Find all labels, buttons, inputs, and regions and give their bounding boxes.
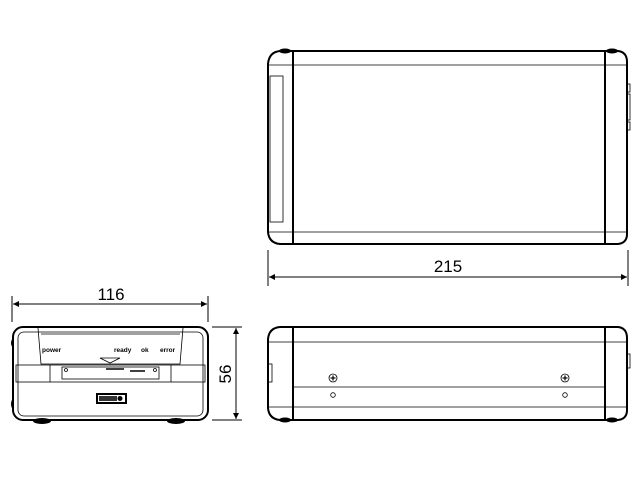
width-label: 116 [97, 285, 124, 304]
error-label: error [160, 347, 176, 354]
front-view: power ready ok error [11, 326, 209, 424]
length-dimension: 215 [267, 250, 629, 286]
length-label: 215 [434, 257, 462, 276]
connector-icon [626, 121, 631, 131]
ready-label: ready [114, 347, 132, 354]
hole-icon [562, 392, 568, 398]
power-label: power [42, 347, 62, 354]
front-view-body [12, 326, 209, 421]
hole-icon [330, 392, 336, 398]
connector-icon [626, 93, 631, 121]
height-label: 56 [216, 365, 235, 384]
top-view-left-cap [267, 50, 293, 245]
screw-icon [328, 373, 338, 383]
top-view-door [269, 75, 284, 223]
width-dimension: 116 [11, 285, 209, 322]
top-view-right-cap [605, 50, 628, 245]
top-view-body [292, 50, 606, 245]
connector-icon [626, 353, 631, 369]
top-view [267, 48, 631, 245]
side-view [267, 326, 631, 423]
card-slot [61, 366, 160, 380]
height-dimension: 56 [212, 326, 242, 421]
screw-icon [560, 373, 570, 383]
connector-icon [626, 83, 631, 93]
ok-label: ok [141, 347, 149, 354]
side-view-body [292, 326, 606, 421]
eject-triangle-icon [99, 357, 121, 364]
